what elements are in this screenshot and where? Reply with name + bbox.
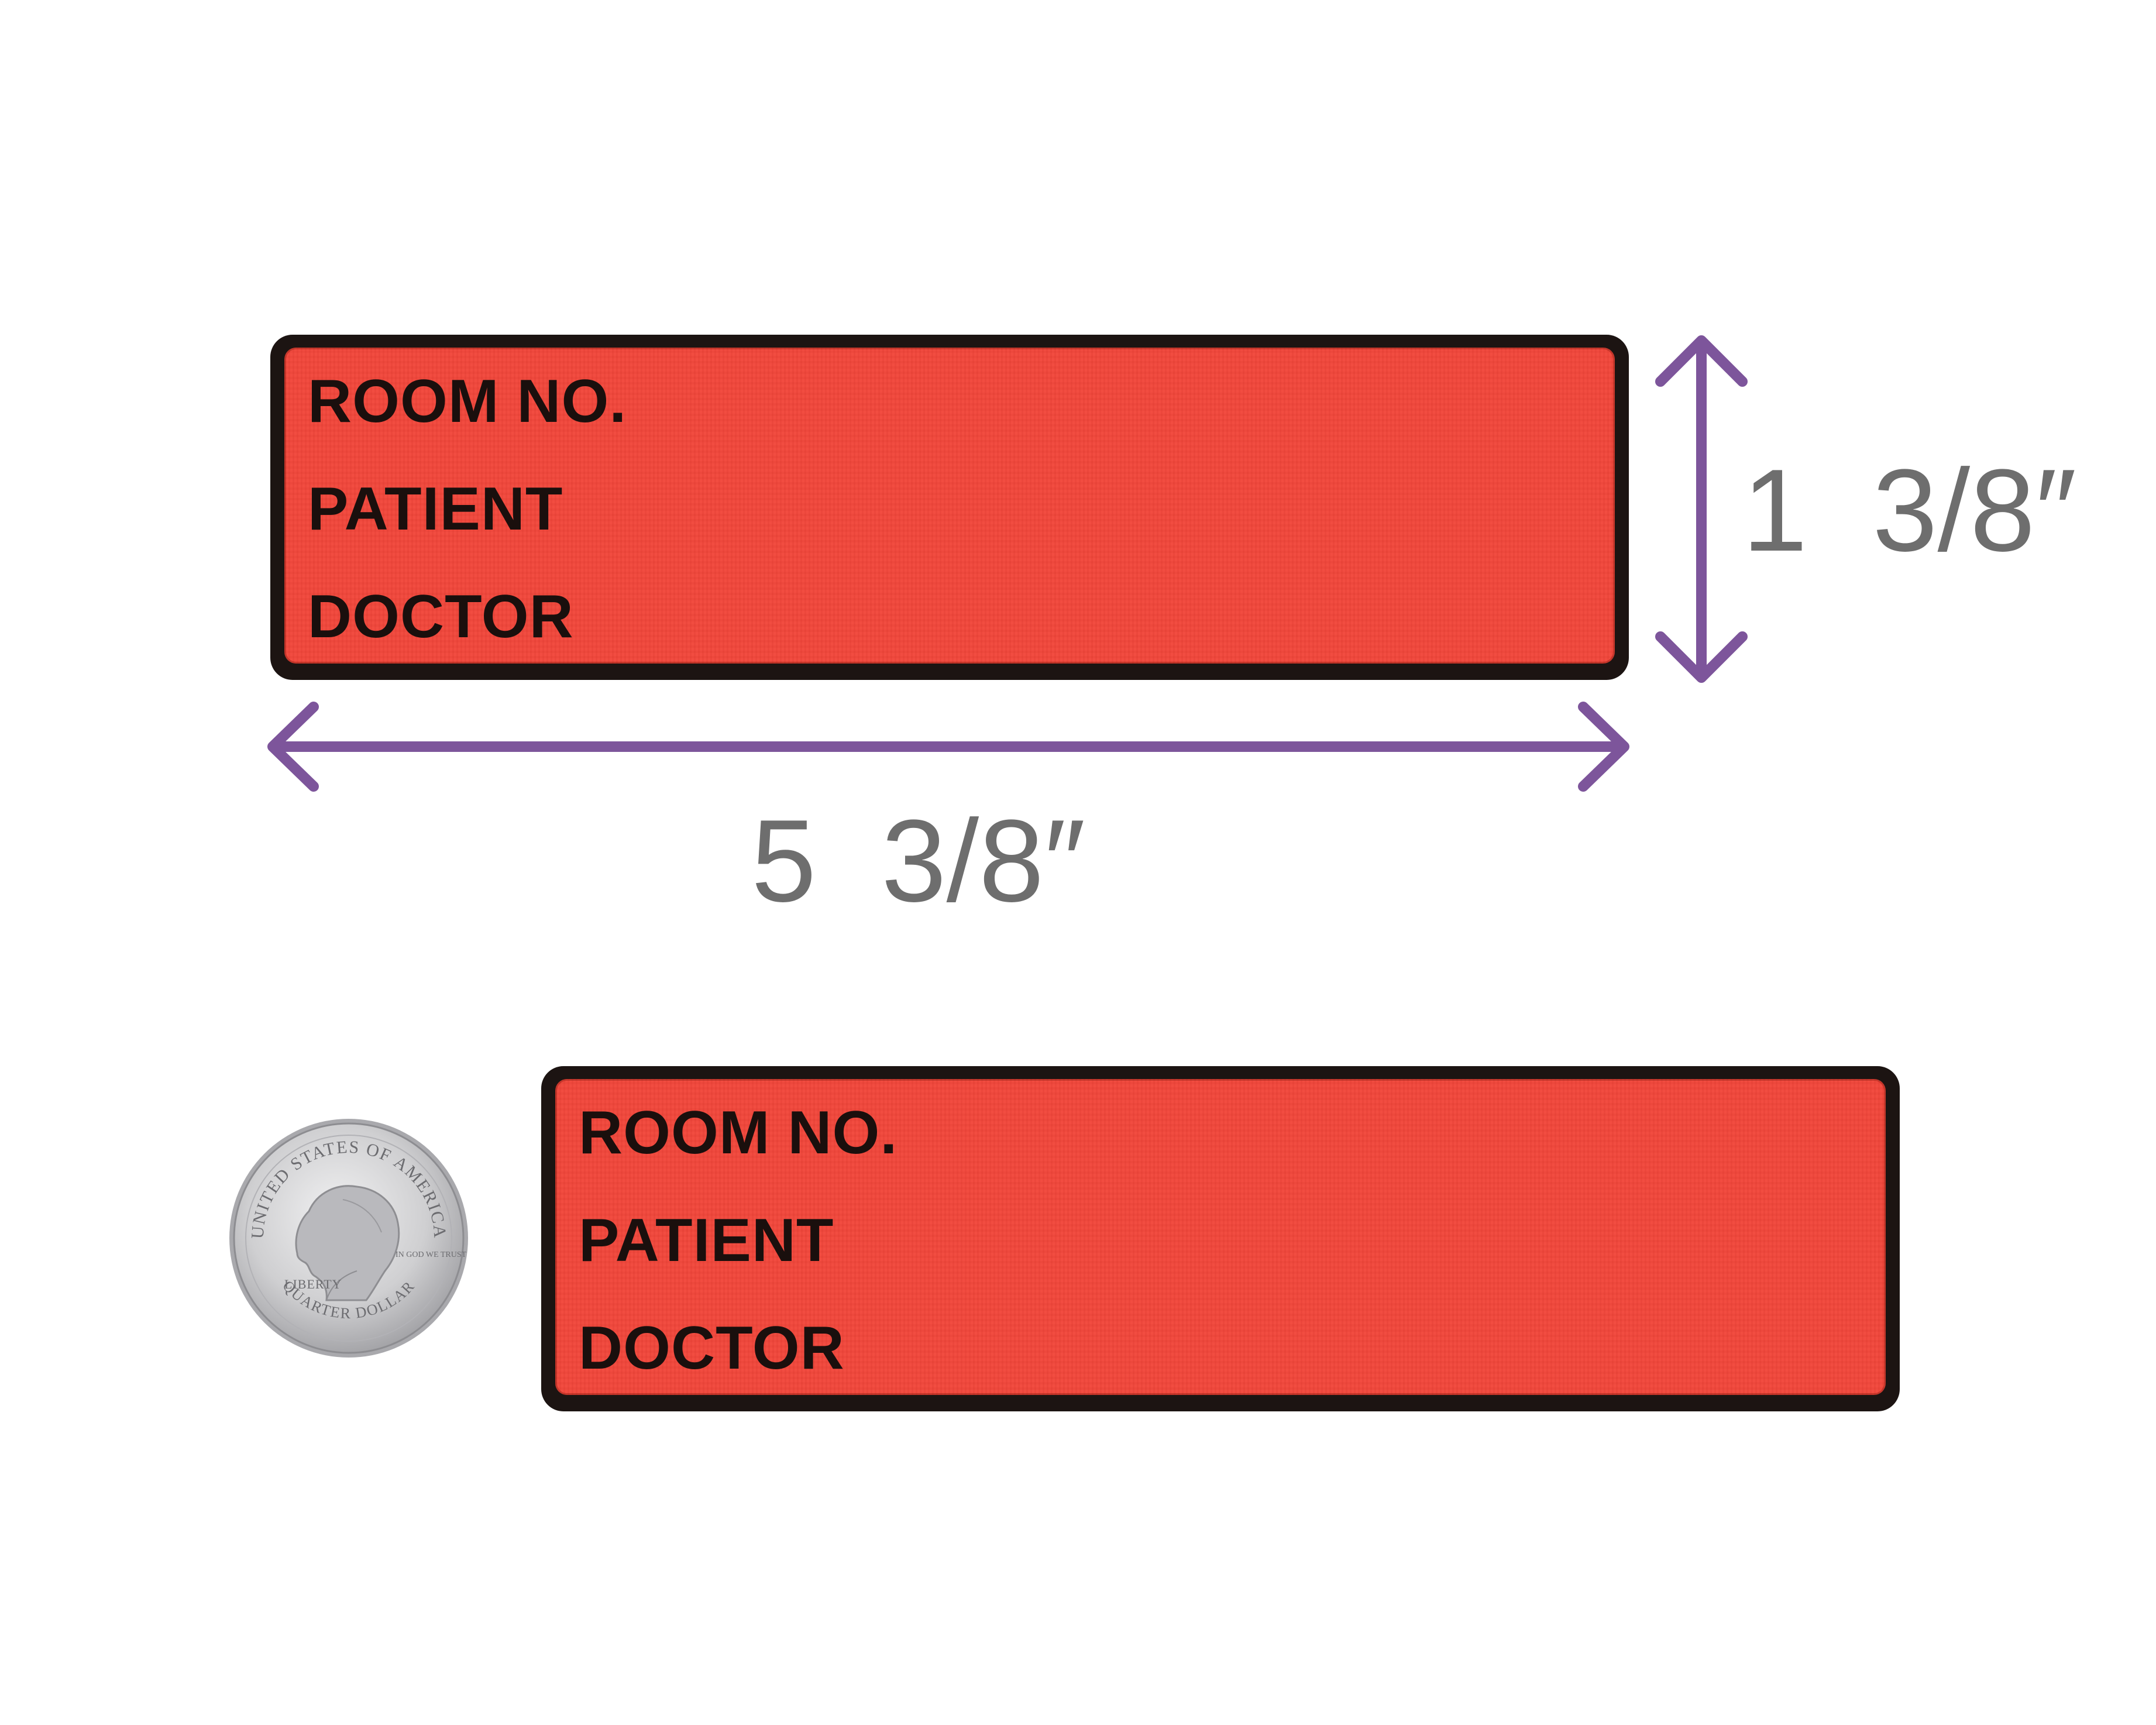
patient-text: PATIENT (308, 475, 563, 543)
room-no-text: ROOM NO. (579, 1099, 898, 1167)
doctor-text: DOCTOR (579, 1314, 845, 1382)
coin-liberty-text: LIBERTY (284, 1277, 342, 1291)
patient-text: PATIENT (579, 1207, 834, 1274)
label-face: ROOM NO. PATIENT DOCTOR (555, 1079, 1886, 1395)
quarter-coin-icon: UNITED STATES OF AMERICA QUARTER DOLLAR … (229, 1119, 468, 1358)
width-arrow-icon (267, 702, 1629, 792)
height-arrow-icon (1655, 335, 1748, 683)
width-dimension-label: 5 3/8″ (751, 796, 1086, 926)
room-label-top: ROOM NO. PATIENT DOCTOR (270, 335, 1629, 680)
room-no-text: ROOM NO. (308, 367, 627, 435)
doctor-text: DOCTOR (308, 583, 574, 651)
height-dimension-label: 1 3/8″ (1742, 445, 2077, 576)
label-face: ROOM NO. PATIENT DOCTOR (284, 348, 1615, 664)
coin-motto-text: IN GOD WE TRUST (396, 1250, 467, 1259)
room-label-bottom: ROOM NO. PATIENT DOCTOR (541, 1066, 1900, 1411)
